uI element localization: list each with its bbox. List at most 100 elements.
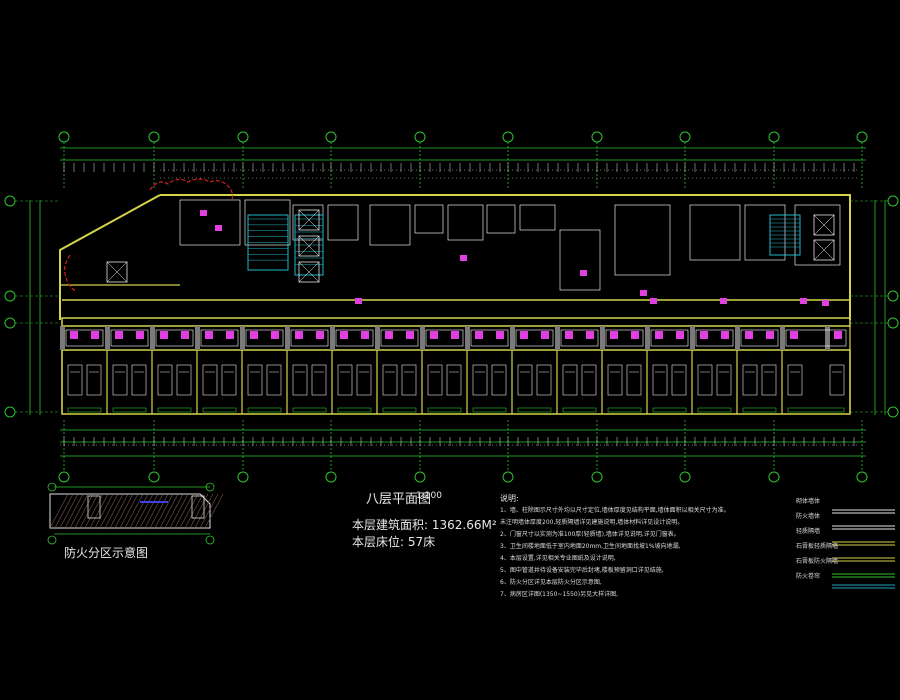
- service-room: [519, 204, 556, 231]
- ward-bathroom: [785, 329, 847, 347]
- fire-zone-hatch: [189, 493, 209, 529]
- toilet-fixture: [385, 331, 393, 339]
- fire-zone-hatch: [179, 493, 199, 529]
- sink-fixture: [496, 331, 504, 339]
- fire-zone-hatch: [169, 493, 189, 529]
- ward-bathroom: [290, 329, 329, 347]
- axis-bubble: [591, 471, 603, 483]
- legend-item: 防火卷帘: [796, 573, 821, 580]
- axis-bubble: [148, 471, 160, 483]
- fire-zone-hatch: [134, 493, 154, 529]
- toilet-fixture: [655, 331, 663, 339]
- column-hatch: [60, 326, 65, 350]
- axis-bubble: [856, 471, 868, 483]
- window: [247, 407, 282, 413]
- column-hatch: [195, 326, 200, 350]
- bed: [491, 364, 507, 396]
- service-room: [486, 204, 516, 234]
- elevator-cross: [813, 239, 835, 261]
- column-hatch: [285, 326, 290, 350]
- note-item: 2、门窗尺寸以实测为准100厚(轻质墙),墙体详见说明,详见门窗表。: [500, 531, 680, 538]
- fire-zone-axis-bubble: [205, 535, 215, 545]
- column-hatch: [555, 326, 560, 350]
- ward-block-wall: [61, 349, 851, 415]
- elevator-box: [106, 261, 128, 283]
- toilet-fixture: [430, 331, 438, 339]
- floor-area-text: 本层建筑面积: 1362.66M²: [352, 518, 497, 532]
- fire-zone-hatch: [149, 493, 169, 529]
- axis-bubble: [414, 131, 426, 143]
- walls-layer: [59, 178, 851, 415]
- sink-fixture: [631, 331, 639, 339]
- legend-item: 石膏板轻质隔墙: [796, 543, 839, 550]
- ward-bathroom: [335, 329, 374, 347]
- column-hatch: [375, 326, 380, 350]
- axis-bubble: [414, 471, 426, 483]
- window: [517, 407, 552, 413]
- sink-fixture: [271, 331, 279, 339]
- elevator-box: [298, 235, 320, 257]
- toilet-fixture: [115, 331, 123, 339]
- toilet-fixture: [565, 331, 573, 339]
- axis-bubble: [768, 471, 780, 483]
- toilet-fixture: [70, 331, 78, 339]
- window: [337, 407, 372, 413]
- window: [472, 407, 507, 413]
- fixture: [355, 298, 362, 304]
- service-room: [327, 204, 359, 241]
- ward-bathroom: [515, 329, 554, 347]
- fire-zone-hatch: [164, 493, 184, 529]
- fire-zone-hatch: [54, 493, 74, 529]
- bed: [176, 364, 192, 396]
- axis-bubble: [856, 131, 868, 143]
- axis-bubble: [4, 317, 16, 329]
- outer-wall: [160, 194, 851, 320]
- service-room: [369, 204, 411, 246]
- fire-zone-axis-bubble: [47, 482, 57, 492]
- fire-zone-stair: [191, 495, 205, 519]
- fixture: [640, 290, 647, 296]
- axis-bubble: [237, 131, 249, 143]
- ward-bathroom: [200, 329, 239, 347]
- note-item: 未注明墙体厚度200,轻质隔墙详见建施说明,墙体材料详见设计说明。: [500, 519, 684, 526]
- fire-zone-diagram: [47, 482, 895, 589]
- fire-zone-hatch: [124, 493, 144, 529]
- bed: [787, 364, 803, 396]
- ward-bathroom: [380, 329, 419, 347]
- bed: [131, 364, 147, 396]
- window: [697, 407, 732, 413]
- fire-zone-hatch: [59, 493, 79, 529]
- column-hatch: [240, 326, 245, 350]
- note-item: 5、图中管道井待设备安装完毕后封堵,楼板预留洞口详见结施,: [500, 567, 664, 574]
- toilet-fixture: [475, 331, 483, 339]
- fire-zone-hatch: [139, 493, 159, 529]
- legend-list: 砌体墙体 防火墙体 轻质隔墙 石膏板轻质隔墙 石膏板防火隔墙 防火卷帘: [796, 494, 896, 584]
- bed: [157, 364, 173, 396]
- window: [427, 407, 462, 413]
- toilet-fixture: [205, 331, 213, 339]
- service-room: [689, 204, 741, 261]
- outer-wall: [59, 194, 161, 320]
- bed: [697, 364, 713, 396]
- rooms-layer: [65, 199, 847, 413]
- bed: [517, 364, 533, 396]
- axis-bubble: [591, 131, 603, 143]
- fire-zone-hatch: [49, 493, 69, 529]
- sink-fixture: [136, 331, 144, 339]
- bed: [607, 364, 623, 396]
- sink-fixture: [181, 331, 189, 339]
- column-hatch: [420, 326, 425, 350]
- fixtures-layer: [70, 210, 842, 339]
- fire-zone-axis-bubble: [205, 482, 215, 492]
- axis-bubble: [887, 406, 899, 418]
- fixture: [215, 225, 222, 231]
- fixture: [650, 298, 657, 304]
- fire-zone-hatch: [89, 493, 109, 529]
- fire-zone-hatch: [119, 493, 139, 529]
- ward-bathroom: [110, 329, 149, 347]
- toilet-fixture: [520, 331, 528, 339]
- service-room: [744, 204, 786, 261]
- ward-bathroom: [155, 329, 194, 347]
- fire-zone-stair: [87, 495, 101, 519]
- bed: [562, 364, 578, 396]
